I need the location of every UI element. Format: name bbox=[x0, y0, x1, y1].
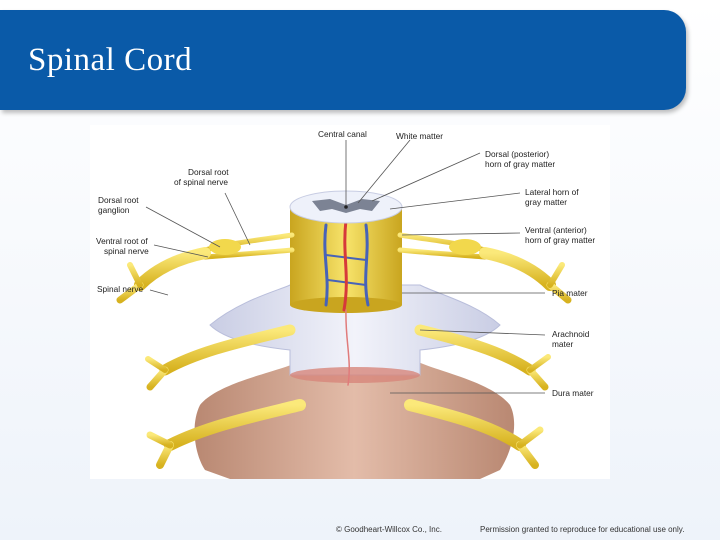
label-dorsal-horn-2: horn of gray matter bbox=[485, 159, 555, 169]
label-arachnoid-1: Arachnoid bbox=[552, 329, 590, 339]
label-lateral-horn-2: gray matter bbox=[525, 197, 567, 207]
central-canal-dot bbox=[344, 205, 348, 209]
label-arachnoid-2: mater bbox=[552, 339, 573, 349]
label-ventral-horn-1: Ventral (anterior) bbox=[525, 225, 587, 235]
blood-vessels bbox=[323, 218, 370, 386]
dura-mater-shape bbox=[194, 360, 515, 479]
label-dura-mater: Dura mater bbox=[552, 388, 594, 398]
middle-spinal-nerves bbox=[145, 324, 551, 391]
label-dorsal-horn-1: Dorsal (posterior) bbox=[485, 149, 549, 159]
label-dorsal-root-1: Dorsal root bbox=[188, 167, 229, 177]
label-lateral-horn-1: Lateral horn of bbox=[525, 187, 579, 197]
label-central-canal: Central canal bbox=[318, 129, 367, 139]
arachnoid-mater-shape bbox=[209, 284, 501, 376]
footer-permission: Permission granted to reproduce for educ… bbox=[480, 525, 685, 534]
title-bar bbox=[0, 10, 686, 110]
label-ventral-horn-2: horn of gray matter bbox=[525, 235, 595, 245]
label-pia-mater: Pia mater bbox=[552, 288, 588, 298]
spinal-cord-diagram: Central canal White matter Dorsal (poste… bbox=[96, 129, 595, 479]
spinal-cord-illustration: Central canal White matter Dorsal (poste… bbox=[90, 125, 610, 479]
label-white-matter: White matter bbox=[396, 131, 443, 141]
label-ganglion-1: Dorsal root bbox=[98, 195, 139, 205]
label-ganglion-2: ganglion bbox=[98, 205, 130, 215]
label-leader-lines bbox=[145, 139, 546, 394]
label-ventral-root-2: spinal nerve bbox=[104, 246, 149, 256]
label-dorsal-root-2: of spinal nerve bbox=[174, 177, 228, 187]
label-ventral-root-1: Ventral root of bbox=[96, 236, 148, 246]
footer-copyright: © Goodheart-Willcox Co., Inc. bbox=[336, 525, 442, 534]
label-spinal-nerve: Spinal nerve bbox=[97, 284, 144, 294]
lower-spinal-nerves bbox=[146, 399, 544, 469]
dorsal-root-ganglion-left bbox=[209, 239, 241, 255]
slide-title: Spinal Cord bbox=[28, 42, 193, 78]
dorsal-root-ganglion-right bbox=[449, 239, 481, 255]
